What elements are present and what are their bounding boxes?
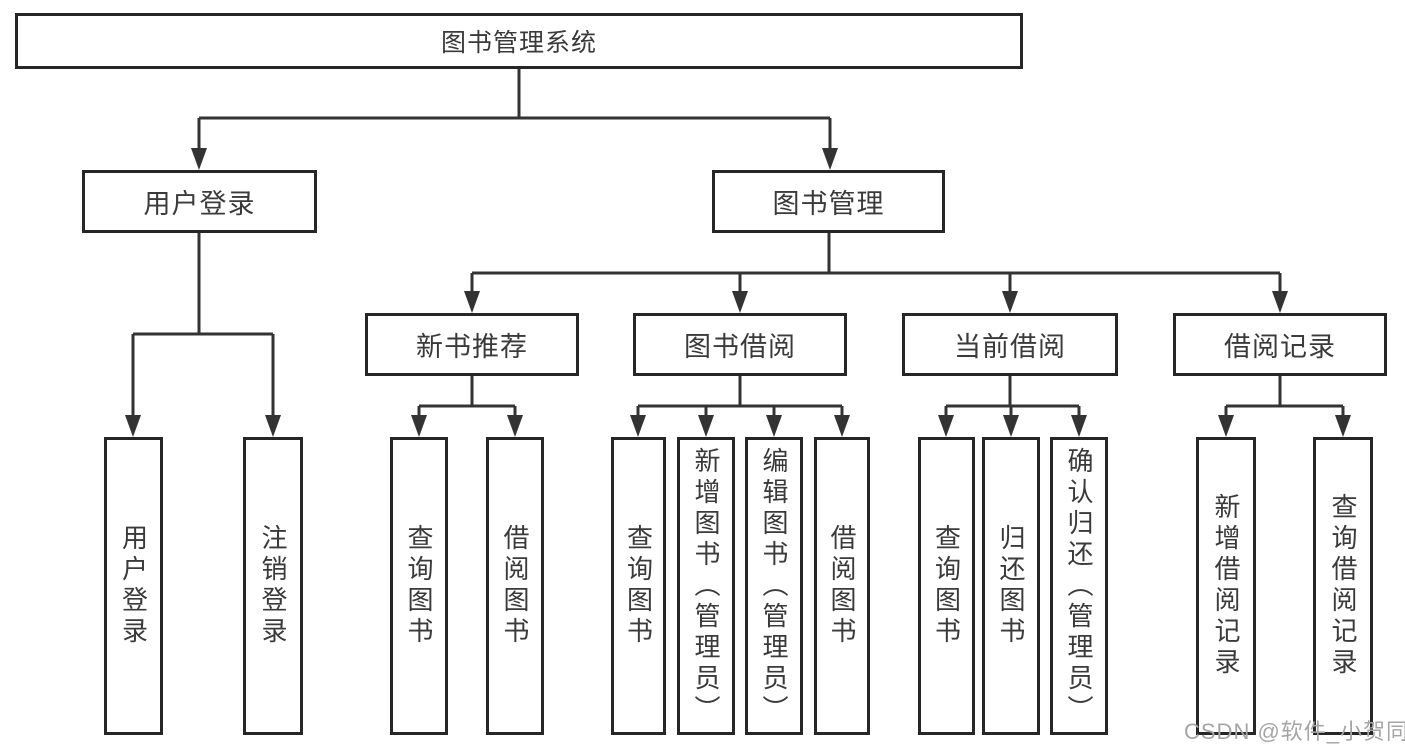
arrowhead [938, 415, 954, 437]
node-new-book-recommend: 新书推荐 [365, 313, 579, 376]
arrowhead [1002, 291, 1018, 313]
node-label: 当前借阅 [954, 332, 1066, 362]
leaf-add-books-admin: 新增图书（管理员） [677, 437, 735, 735]
node-label: 用户登录 [143, 189, 256, 219]
node-label: 图书管理 [772, 189, 885, 219]
arrowhead [698, 415, 714, 437]
node-label: 新书推荐 [416, 332, 528, 362]
csdn-watermark: CSDN @软件_小贺同学 [1184, 719, 1405, 744]
node-label: 图书管理系统 [440, 29, 597, 57]
leaf-edit-books-admin: 编辑图书（管理员） [745, 437, 803, 735]
leaf-label: 用户登录 [118, 524, 149, 648]
arrowhead [1272, 291, 1288, 313]
arrowhead [265, 415, 281, 437]
arrowheads-new-book-recommend [411, 415, 523, 437]
leaf-label: 查询借阅记录 [1328, 493, 1358, 679]
leaf-label: 编辑图书（管理员） [759, 446, 789, 726]
leaf-current-query-books: 查询图书 [918, 437, 975, 735]
connector-book-management [470, 233, 1282, 293]
leaf-query-borrow-record: 查询借阅记录 [1313, 437, 1373, 735]
leaf-recommend-borrow-books: 借阅图书 [486, 437, 544, 735]
arrowhead [1071, 415, 1087, 437]
arrowhead [1003, 415, 1019, 437]
arrowheads-book-management [464, 291, 1288, 313]
arrowheads-user-login [125, 415, 281, 437]
leaf-label: 确认归还（管理员） [1064, 446, 1094, 726]
arrowhead [1335, 415, 1351, 437]
node-label: 图书借阅 [684, 332, 796, 362]
connector-root [197, 69, 832, 150]
leaf-label: 新增借阅记录 [1211, 493, 1241, 679]
leaf-return-books: 归还图书 [982, 437, 1040, 735]
arrowhead [834, 415, 850, 437]
leaf-user-login: 用户登录 [104, 437, 163, 735]
arrowhead [630, 415, 646, 437]
arrowheads-borrowing-records [1218, 415, 1351, 437]
arrowhead [191, 148, 207, 170]
arrowhead [732, 291, 748, 313]
arrowheads-book-borrowing [630, 415, 850, 437]
connector-borrowing-records [1224, 376, 1345, 417]
arrowhead [464, 291, 480, 313]
connector-user-login [131, 233, 275, 417]
leaf-confirm-return-admin: 确认归还（管理员） [1050, 437, 1108, 735]
leaf-label: 查询图书 [931, 524, 962, 648]
connector-current-borrowing [944, 376, 1081, 417]
node-user-login: 用户登录 [82, 170, 317, 233]
leaf-borrowing-borrow-books: 借阅图书 [814, 437, 870, 735]
arrowheads-root [191, 148, 838, 170]
leaf-label: 查询图书 [623, 524, 654, 648]
leaf-recommend-query-books: 查询图书 [390, 437, 448, 735]
leaf-label: 归还图书 [996, 524, 1026, 648]
node-borrowing-records: 借阅记录 [1173, 313, 1387, 376]
node-book-borrowing: 图书借阅 [633, 313, 847, 376]
leaf-label: 查询图书 [404, 524, 434, 648]
arrowhead [125, 415, 141, 437]
node-book-management: 图书管理 [712, 170, 945, 233]
arrowhead [1218, 415, 1234, 437]
leaf-borrowing-query-books: 查询图书 [611, 437, 666, 735]
arrowhead [411, 415, 427, 437]
connector-book-borrowing [636, 376, 844, 417]
leaf-label: 借阅图书 [827, 524, 857, 648]
node-current-borrowing: 当前借阅 [902, 313, 1118, 376]
leaf-label: 借阅图书 [500, 524, 530, 648]
leaf-add-borrow-record: 新增借阅记录 [1196, 437, 1256, 735]
arrowhead [507, 415, 523, 437]
leaf-logout: 注销登录 [243, 437, 303, 735]
leaf-label: 新增图书（管理员） [691, 446, 721, 726]
arrowhead [822, 148, 838, 170]
arrowheads-current-borrowing [938, 415, 1087, 437]
node-label: 借阅记录 [1224, 332, 1336, 362]
connector-new-book-recommend [417, 376, 517, 417]
arrowhead [766, 415, 782, 437]
leaf-label: 注销登录 [258, 524, 288, 648]
node-root-library-system: 图书管理系统 [15, 13, 1023, 69]
